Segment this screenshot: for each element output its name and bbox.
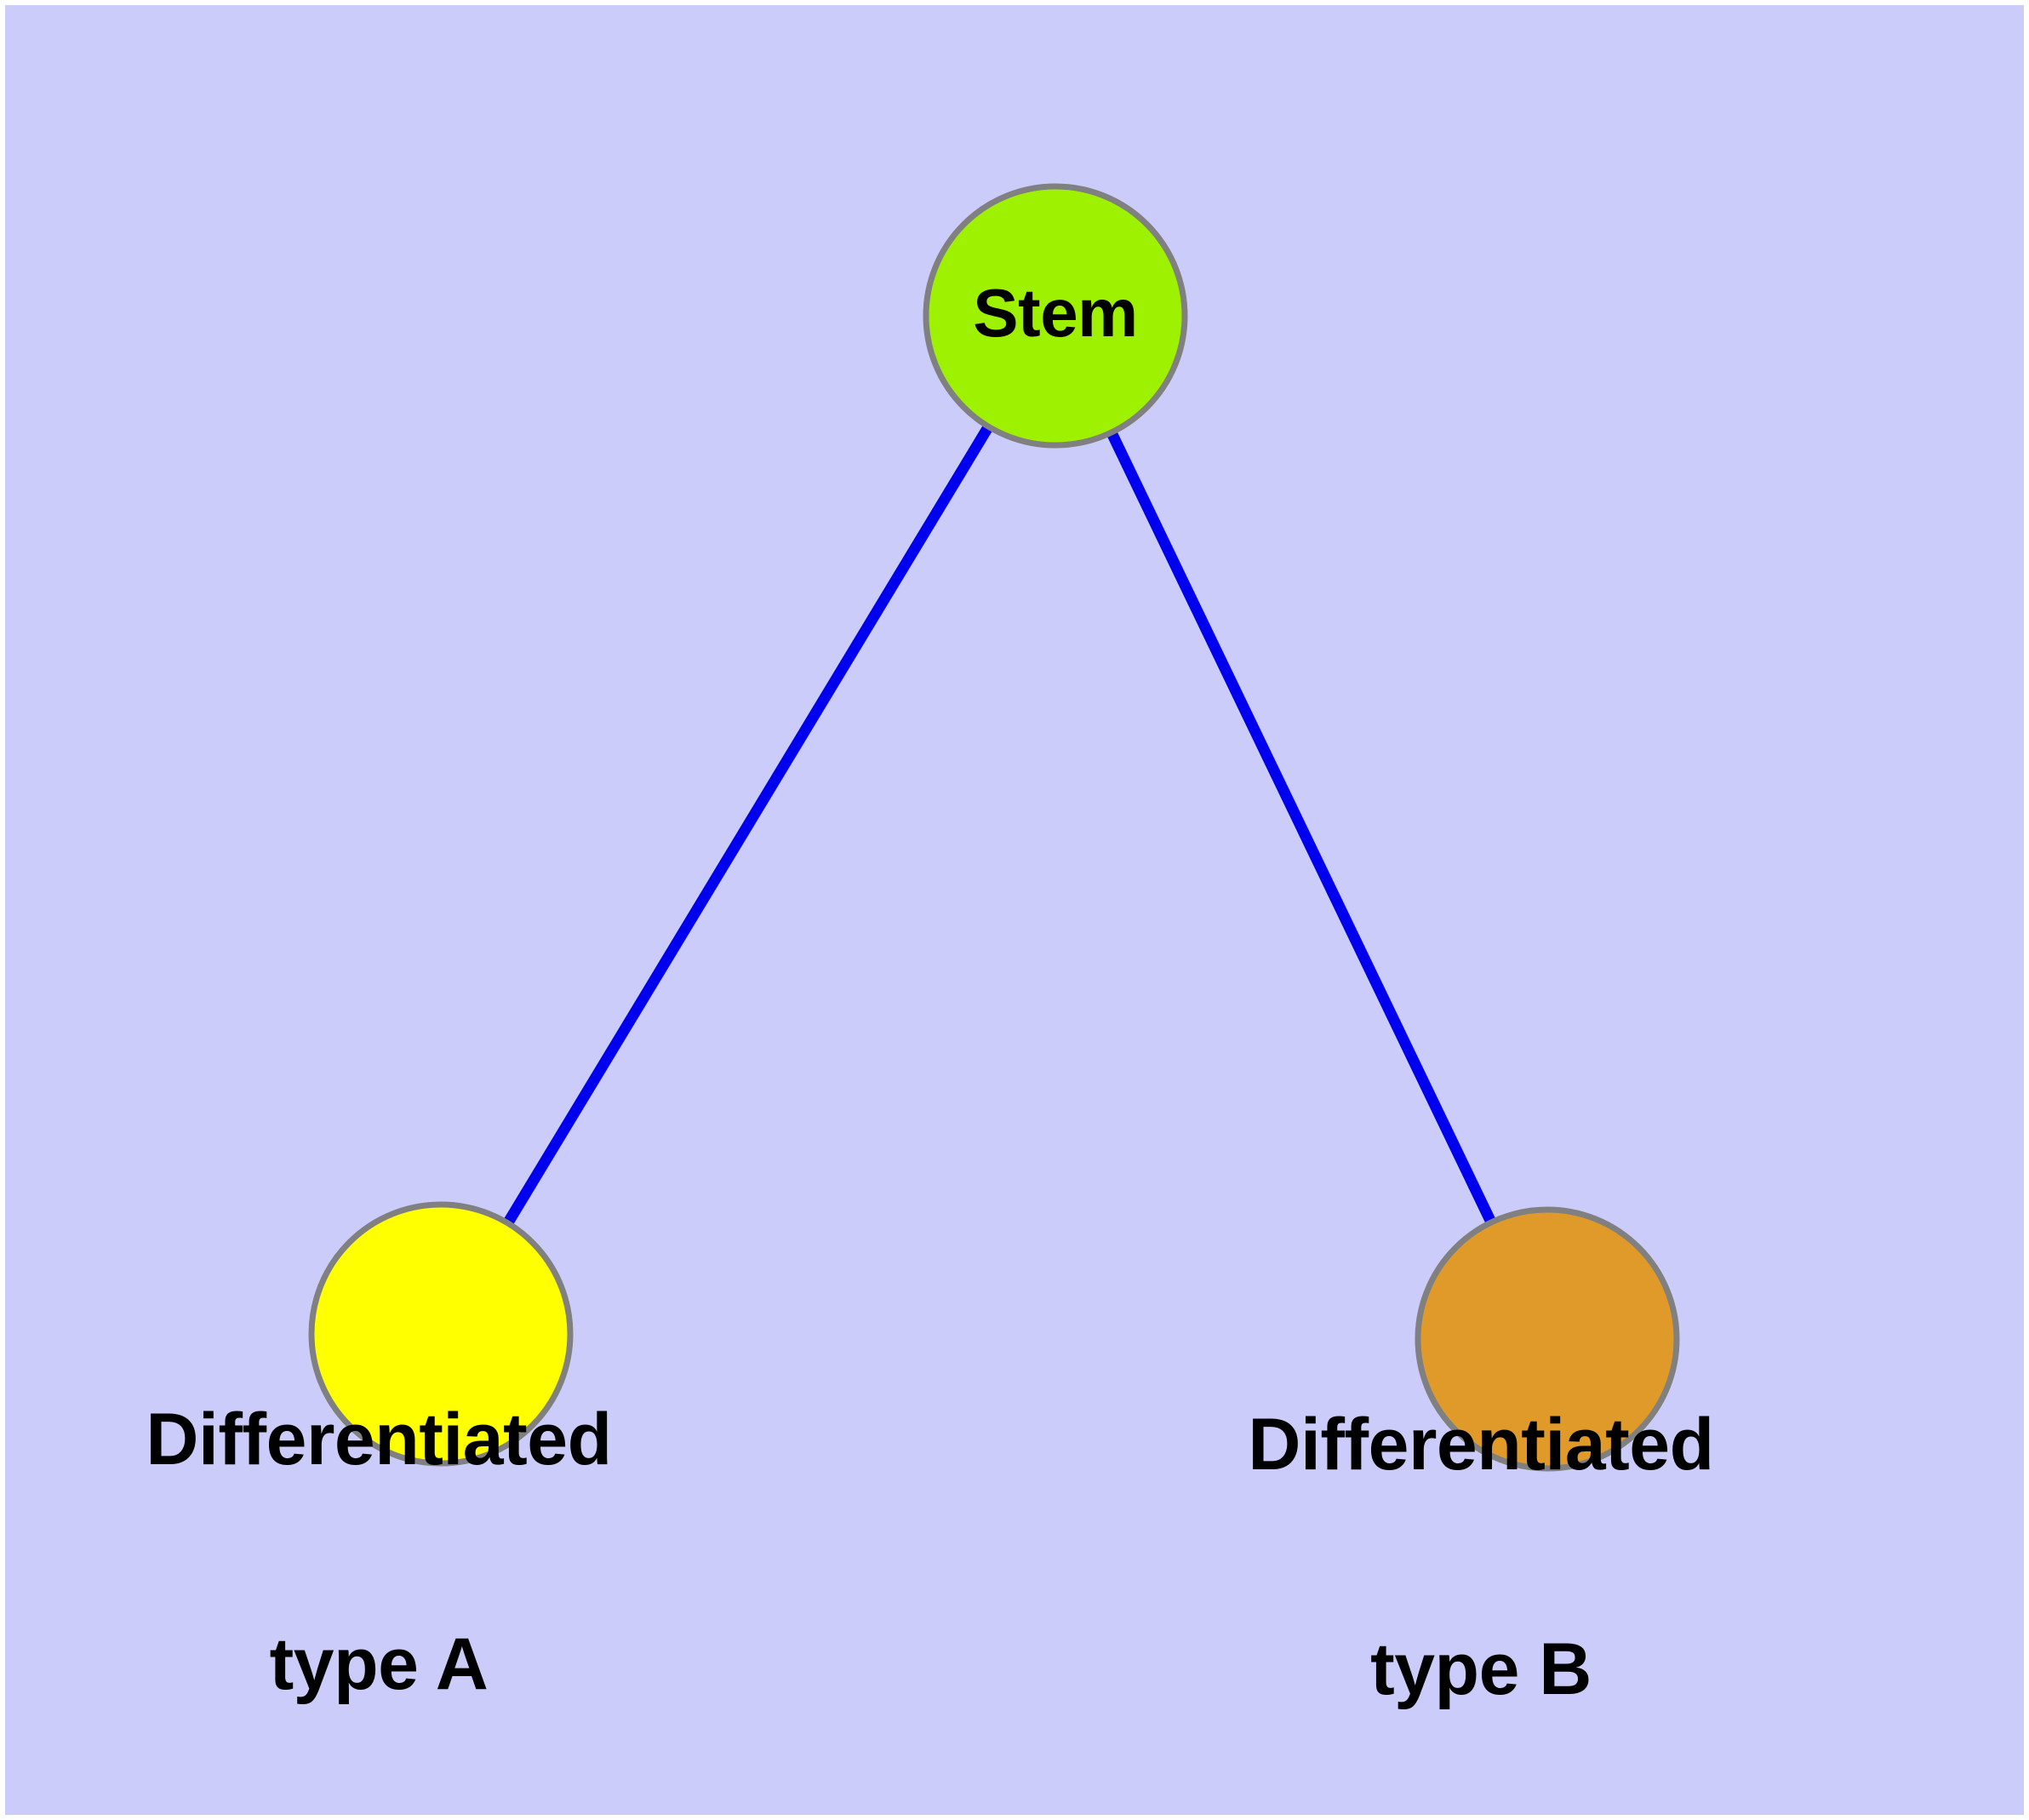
node-differentiated-type-b[interactable] [1415, 1206, 1680, 1472]
node-differentiated-type-a[interactable] [308, 1201, 574, 1467]
edge-stem-to-diff-b [1050, 313, 1552, 1342]
node-stem[interactable] [923, 183, 1188, 449]
edge-stem-to-diff-a [436, 312, 1060, 1337]
edge-layer [436, 312, 1552, 1342]
node-layer [308, 183, 1680, 1472]
